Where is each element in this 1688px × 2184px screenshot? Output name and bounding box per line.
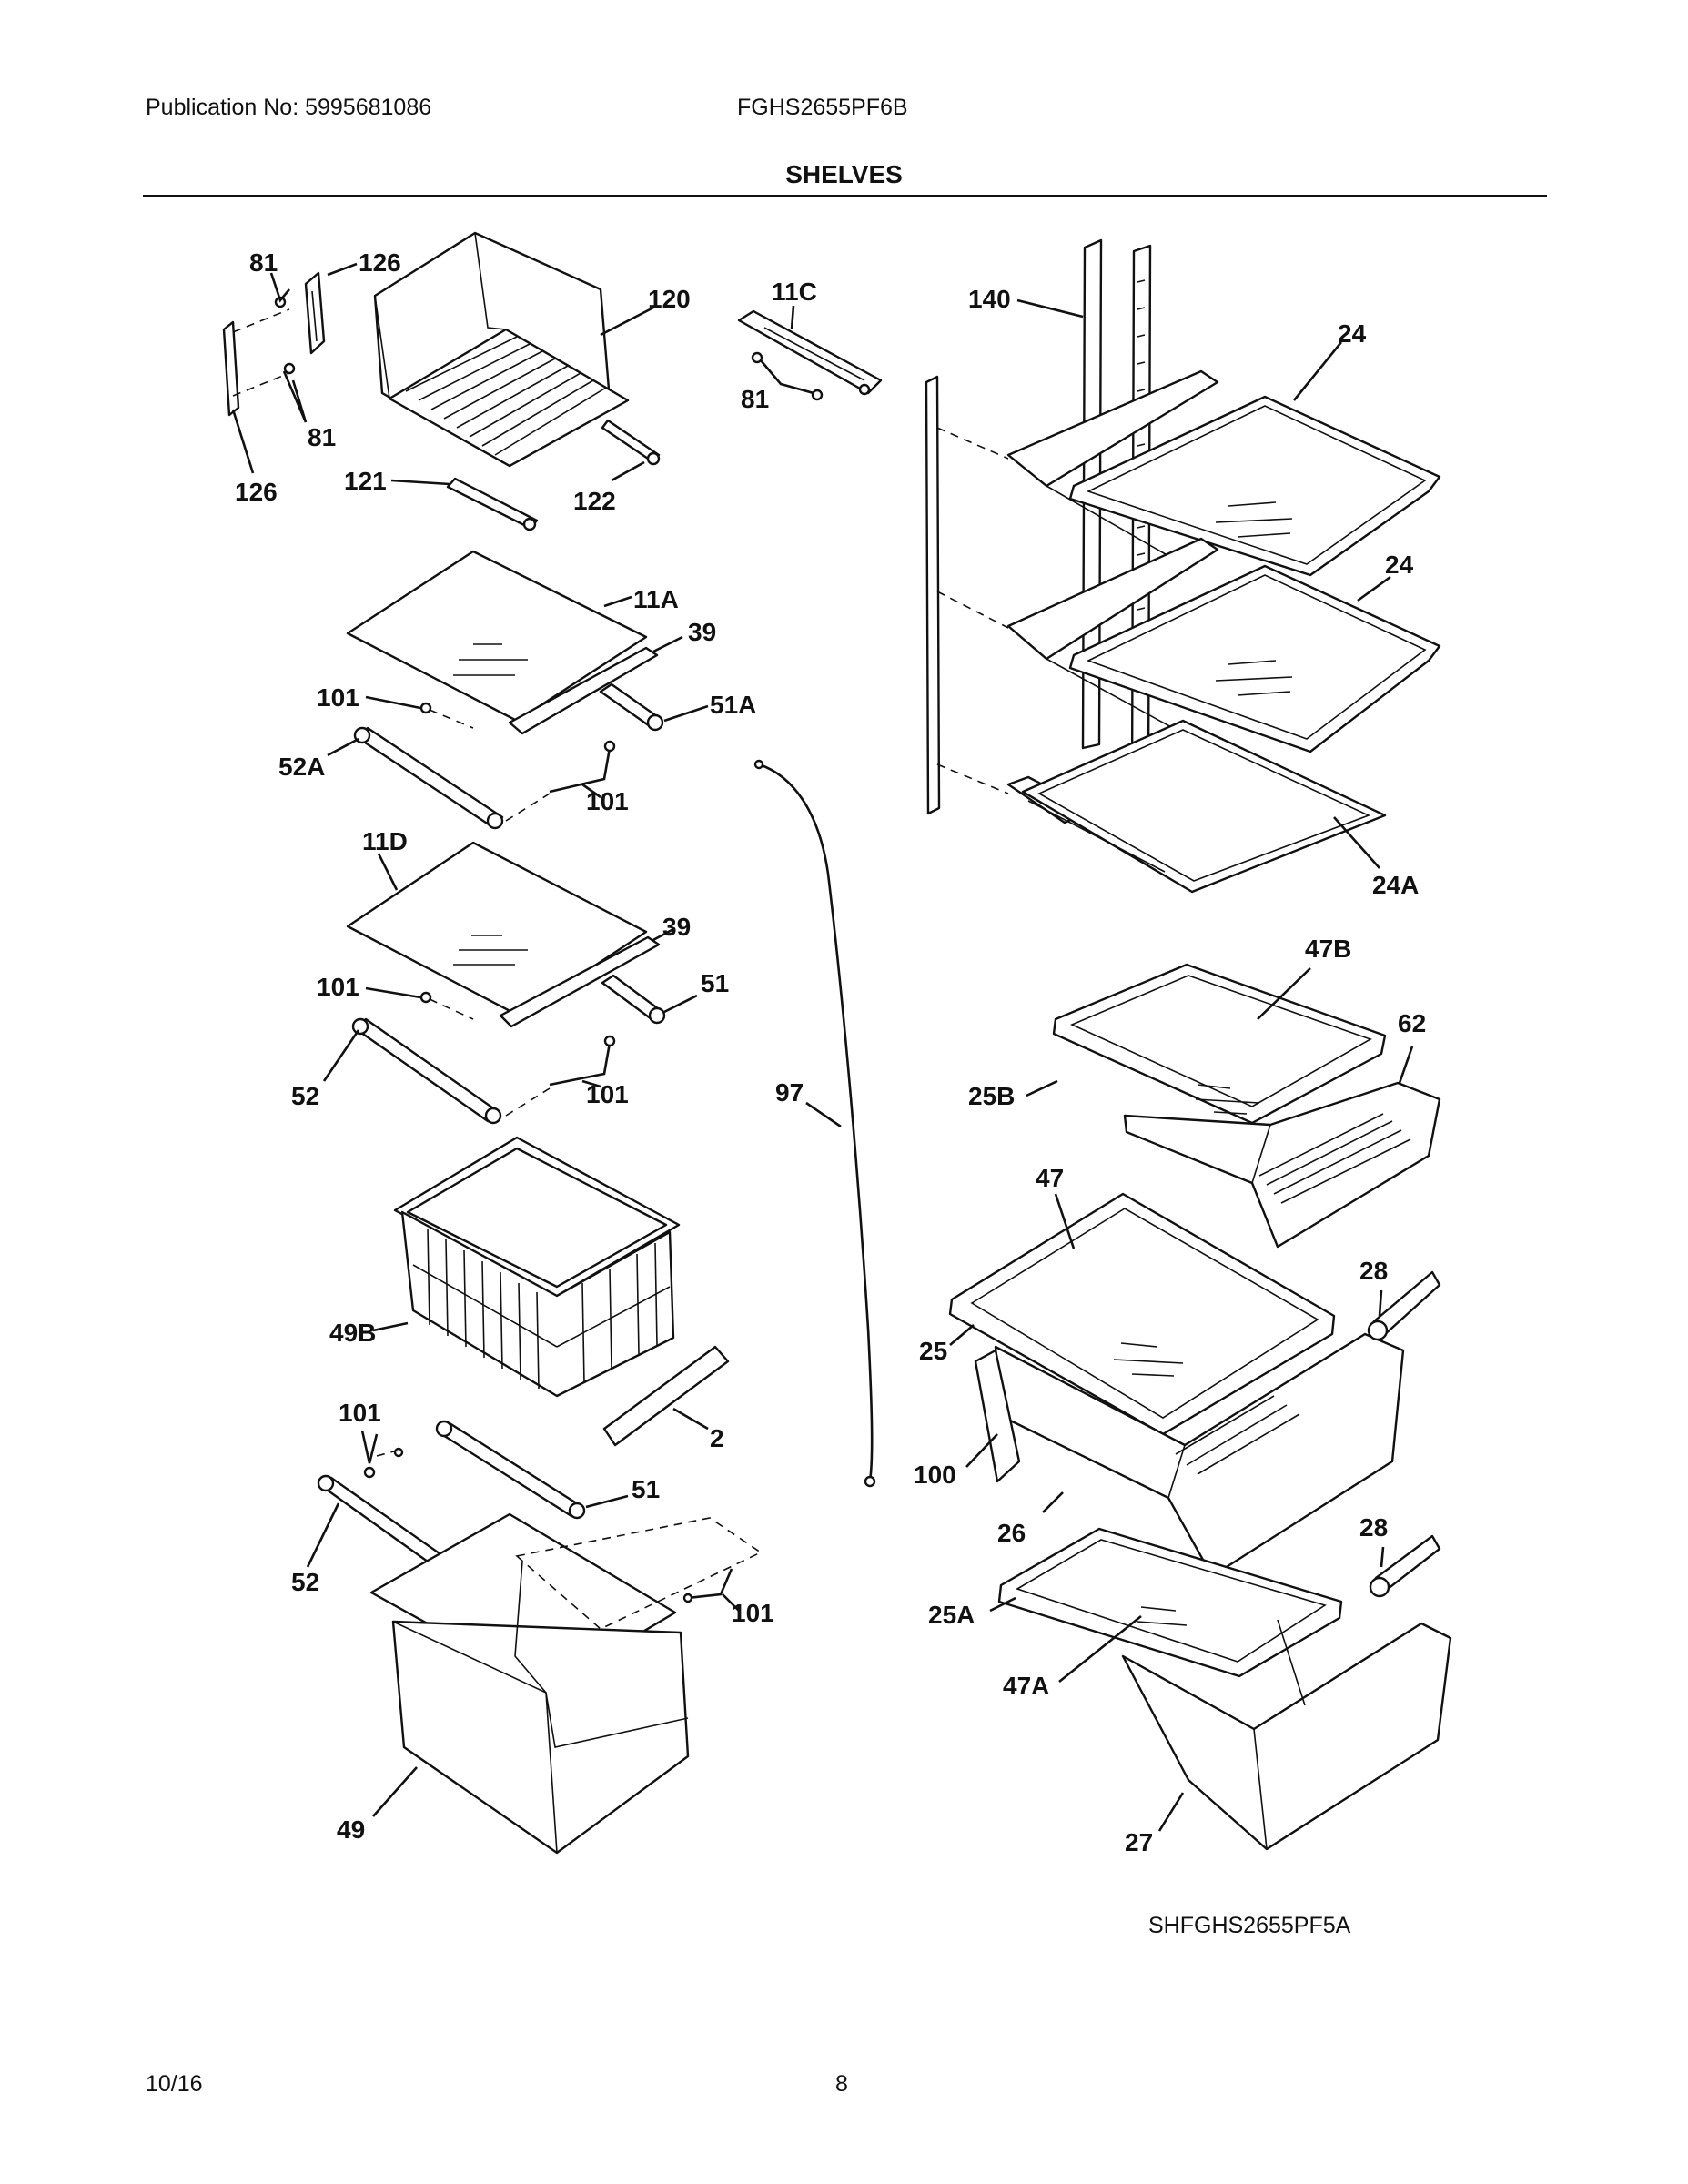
callout-52: 52 xyxy=(291,1082,319,1110)
side-trim xyxy=(925,375,941,815)
callout-126: 126 xyxy=(235,478,278,506)
callout-39: 39 xyxy=(662,913,691,941)
callout-121: 121 xyxy=(344,467,387,495)
callout-24: 24 xyxy=(1338,319,1367,348)
crisper-drawer-27 xyxy=(1121,1619,1452,1851)
callout-100: 100 xyxy=(914,1461,956,1489)
clip-28-lower xyxy=(1369,1534,1441,1598)
crisper-pan-49 xyxy=(369,1512,690,1855)
callout-25b: 25B xyxy=(968,1082,1015,1110)
publication-date: 10/16 xyxy=(146,2071,203,2097)
header-rule xyxy=(143,195,1547,197)
callout-101: 101 xyxy=(732,1599,774,1627)
strip-97 xyxy=(758,763,874,1482)
bracket-126-upper xyxy=(304,271,326,355)
bracket-2 xyxy=(602,1345,730,1447)
screw-81 xyxy=(283,362,296,375)
wire-basket-49b xyxy=(393,1136,681,1398)
callout-62: 62 xyxy=(1398,1009,1426,1037)
crisper-drawer-26 xyxy=(994,1332,1405,1578)
crisper-cover-25 xyxy=(948,1192,1336,1436)
callout-81: 81 xyxy=(249,248,278,277)
callout-122: 122 xyxy=(573,487,616,515)
callout-120: 120 xyxy=(648,285,691,313)
callout-26: 26 xyxy=(997,1519,1026,1547)
callout-81: 81 xyxy=(741,385,769,413)
callout-25a: 25A xyxy=(928,1601,975,1629)
callout-28: 28 xyxy=(1359,1257,1388,1285)
crisper-cover-25b xyxy=(1052,963,1387,1125)
rail-122 xyxy=(601,419,661,464)
callout-101: 101 xyxy=(317,683,359,712)
callout-51: 51 xyxy=(701,969,729,997)
callout-47: 47 xyxy=(1036,1164,1064,1192)
callout-25: 25 xyxy=(919,1337,947,1365)
clip-28-upper xyxy=(1367,1270,1441,1341)
callout-51: 51 xyxy=(632,1475,660,1503)
rail-121 xyxy=(446,477,539,530)
callout-101: 101 xyxy=(339,1399,381,1427)
diagram-code: SHFGHS2655PF5A xyxy=(1148,1913,1351,1938)
callout-101: 101 xyxy=(586,787,629,815)
callout-47a: 47A xyxy=(1003,1672,1049,1700)
callout-52: 52 xyxy=(291,1568,319,1596)
callout-126: 126 xyxy=(359,248,401,277)
callout-27: 27 xyxy=(1125,1828,1153,1856)
callout-51a: 51A xyxy=(710,691,756,719)
slide-51 xyxy=(437,1421,584,1518)
bracket-126-lower xyxy=(222,320,240,417)
callout-81: 81 xyxy=(308,423,336,451)
page-number: 8 xyxy=(835,2071,848,2097)
callout-11a: 11A xyxy=(633,585,679,613)
callout-24a: 24A xyxy=(1372,871,1419,899)
crisper-drawer-62 xyxy=(1123,1081,1441,1249)
publication-number: Publication No: 5995681086 xyxy=(146,95,432,120)
callout-28: 28 xyxy=(1359,1513,1388,1542)
callout-24: 24 xyxy=(1385,551,1414,579)
callout-101: 101 xyxy=(586,1080,629,1108)
glass-shelf-24a xyxy=(1006,719,1387,894)
glass-shelf-11a xyxy=(346,550,648,723)
bracket-11c xyxy=(737,309,883,396)
glass-shelf-11d xyxy=(346,841,648,1017)
glass-shelf-24-upper xyxy=(1006,369,1441,577)
section-title: SHELVES xyxy=(785,160,903,188)
model-number: FGHS2655PF6B xyxy=(737,95,908,120)
callout-47b: 47B xyxy=(1305,935,1351,963)
callout-11c: 11C xyxy=(772,278,817,306)
slide-52 xyxy=(353,1017,500,1123)
callout-49: 49 xyxy=(337,1815,365,1844)
callout-11d: 11D xyxy=(362,827,408,855)
callout-52a: 52A xyxy=(278,753,325,781)
trim-39 xyxy=(508,646,659,735)
callout-49b: 49B xyxy=(329,1319,376,1347)
callout-97: 97 xyxy=(775,1078,804,1107)
callout-101: 101 xyxy=(317,973,359,1001)
crisper-cover-25a xyxy=(997,1527,1343,1678)
deli-drawer-120 xyxy=(373,231,630,468)
callout-39: 39 xyxy=(688,618,716,646)
callout-2: 2 xyxy=(710,1424,724,1452)
glass-shelf-24-lower xyxy=(1006,537,1441,753)
slide-52a xyxy=(355,726,504,828)
trim-39 xyxy=(499,935,661,1028)
callout-140: 140 xyxy=(968,285,1011,313)
